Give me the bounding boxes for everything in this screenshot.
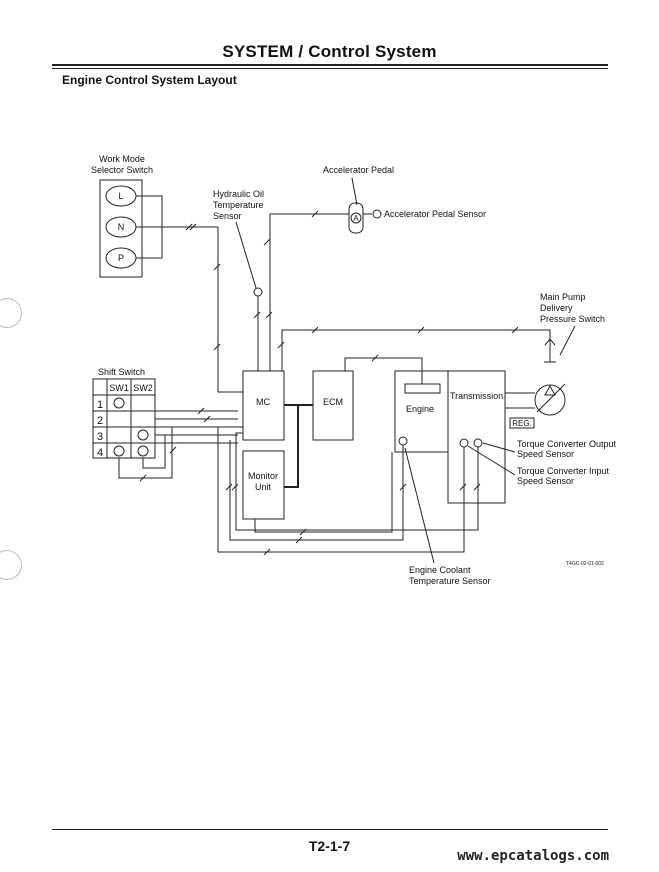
ecm-label: ECM xyxy=(323,397,343,407)
accel-pedal-a-circle xyxy=(350,212,362,224)
work-mode-label-2: Selector Switch xyxy=(91,165,153,175)
shift-col-sw1: SW1 xyxy=(109,383,129,393)
tc-input-label-1: Torque Converter Input xyxy=(517,466,610,476)
work-mode-l-label: L xyxy=(118,191,123,201)
tc-input-leader xyxy=(467,445,516,476)
main-pump-symbol xyxy=(534,384,566,416)
section-title: Engine Control System Layout xyxy=(62,73,237,87)
header-rule-thin xyxy=(52,68,608,69)
hyd-oil-leader xyxy=(235,221,257,289)
page-number: T2-1-7 xyxy=(308,838,351,854)
hyd-oil-label-1: Hydraulic Oil xyxy=(213,189,264,199)
work-mode-label-1: Work Mode xyxy=(99,154,145,164)
engine-label: Engine xyxy=(406,404,434,414)
work-mode-internal-wiring xyxy=(136,195,218,259)
hyd-oil-sensor xyxy=(253,287,263,297)
footer-rule xyxy=(52,829,608,830)
accel-pedal-leader xyxy=(351,177,358,206)
shift-switch-wiring xyxy=(118,410,238,479)
coolant-leader xyxy=(404,447,435,564)
transmission-label: Transmission xyxy=(450,391,503,401)
monitor-label-2: Unit xyxy=(255,482,272,492)
wire-accel-to-mc xyxy=(269,213,349,371)
watermark-text: www.epcatalogs.com xyxy=(457,848,609,864)
monitor-unit-box xyxy=(242,450,285,520)
main-pump-label-3: Pressure Switch xyxy=(540,314,605,324)
shift-contact-1-sw1 xyxy=(113,397,125,409)
coolant-label-2: Temperature Sensor xyxy=(409,576,491,586)
tc-output-label-2: Speed Sensor xyxy=(517,449,574,459)
tc-input-port xyxy=(459,438,469,448)
work-mode-n-label: N xyxy=(118,222,125,232)
tc-output-leader xyxy=(482,442,516,453)
shift-row-3: 3 xyxy=(97,431,103,443)
wire-ecm-to-engine xyxy=(344,357,423,384)
shift-contact-4-sw2 xyxy=(137,445,149,457)
shift-switch-grid xyxy=(93,379,155,458)
shift-switch-label: Shift Switch xyxy=(98,367,145,377)
work-mode-p-label: P xyxy=(118,253,124,263)
accel-pedal-sensor xyxy=(372,209,382,219)
main-pump-leader xyxy=(559,325,576,356)
reg-label: REG. xyxy=(512,419,532,428)
main-pump-label-2: Delivery xyxy=(540,303,573,313)
hyd-oil-label-3: Sensor xyxy=(213,211,242,221)
coolant-label-1: Engine Coolant xyxy=(409,565,471,575)
transmission-pump-link xyxy=(505,392,535,409)
tc-output-label-1: Torque Converter Output xyxy=(517,439,617,449)
harness-break-marks xyxy=(139,210,519,556)
shift-col-sw2: SW2 xyxy=(133,383,153,393)
page-header-title: SYSTEM / Control System xyxy=(222,42,437,61)
transmission-box xyxy=(447,370,506,504)
accel-pedal-a-label: A xyxy=(353,214,359,223)
engine-coolant-port xyxy=(398,436,408,446)
wire-main-pump-to-mc xyxy=(281,329,551,371)
figure-code: T4GC-02-01-002 xyxy=(566,561,604,567)
shift-contact-4-sw1 xyxy=(113,445,125,457)
shift-row-2: 2 xyxy=(97,415,103,427)
wire-coolant-to-mc xyxy=(229,440,404,541)
wire-tc-output-to-mc xyxy=(235,432,479,531)
header-rule-thick xyxy=(52,64,608,66)
tc-input-label-2: Speed Sensor xyxy=(517,476,574,486)
wire-work-mode-to-mc xyxy=(217,227,243,393)
mc-monitor-link xyxy=(284,405,299,488)
wire-monitor-feed xyxy=(254,452,393,533)
accel-pedal-sensor-label: Accelerator Pedal Sensor xyxy=(384,209,486,219)
accel-pedal-body xyxy=(348,202,364,234)
engine-top-bar xyxy=(404,383,441,394)
monitor-label-1: Monitor xyxy=(248,471,278,481)
wire-tc-input-to-mc xyxy=(217,426,465,553)
shift-row-4: 4 xyxy=(97,447,103,459)
reg-box xyxy=(509,417,535,429)
mc-label: MC xyxy=(256,397,270,407)
main-pump-label-1: Main Pump xyxy=(540,292,586,302)
accel-pedal-label: Accelerator Pedal xyxy=(323,165,394,175)
shift-contact-3-sw2 xyxy=(137,429,149,441)
tc-output-port xyxy=(473,438,483,448)
main-pump-arrow xyxy=(536,383,566,413)
hyd-oil-label-2: Temperature xyxy=(213,200,264,210)
work-mode-switch-body xyxy=(99,179,143,278)
shift-row-1: 1 xyxy=(97,399,103,411)
